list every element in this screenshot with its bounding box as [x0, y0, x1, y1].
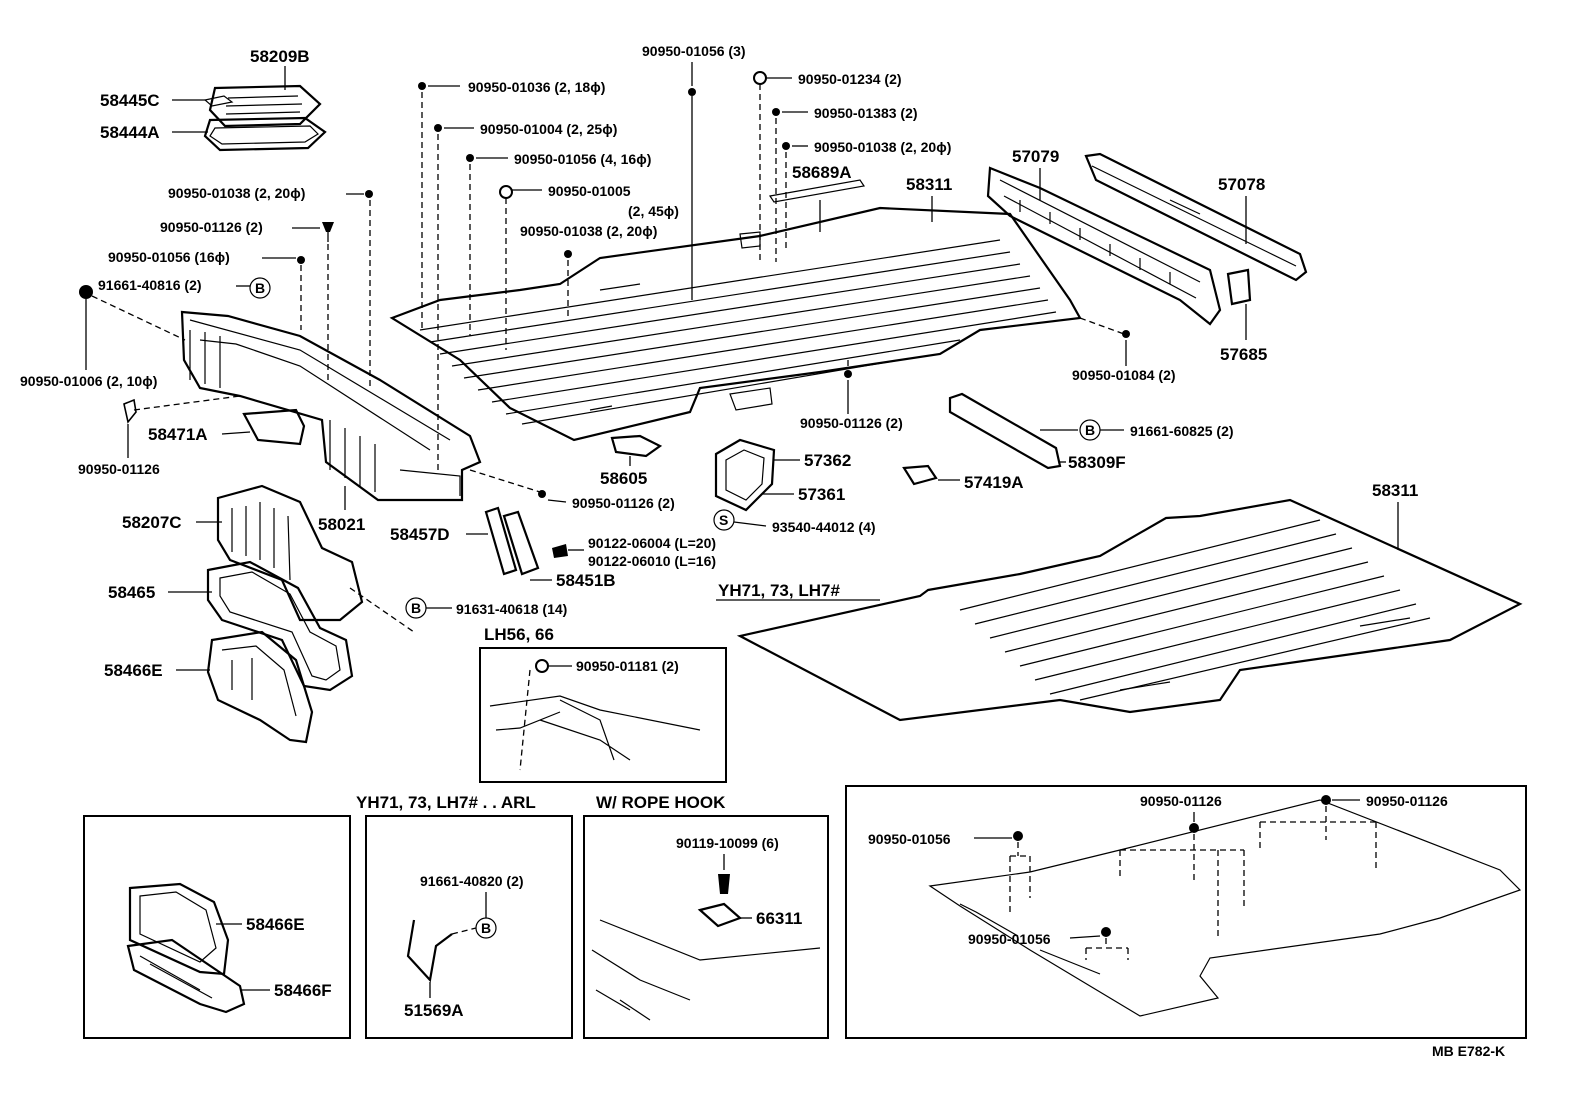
rail-57079-drawing [986, 166, 1222, 326]
variant-header-lh56: LH56, 66 [484, 625, 554, 644]
bracket-57685-drawing [1226, 268, 1252, 306]
inset-58466-box [83, 815, 351, 1039]
part-label-58465: 58465 [108, 583, 155, 602]
fastener-label-01126-a: 90950-01126 (2) [160, 219, 263, 235]
fastener-label-01038-b: 90950-01038 (2, 20ϕ) [520, 223, 657, 239]
grommet-57362-drawing [714, 438, 776, 512]
fastener-label-01038-c: 90950-01038 (2, 20ϕ) [814, 139, 951, 155]
part-label-58309f: 58309F [1068, 453, 1126, 472]
fastener-label-01005-size: (2, 45ϕ) [628, 203, 679, 219]
fastener-label-01056-e: 90950-01056 [968, 931, 1051, 947]
b-mark-circle [249, 277, 271, 299]
part-label-58466f: 58466F [274, 981, 332, 1000]
part-label-58311-a: 58311 [906, 175, 952, 194]
panel-58466e-drawing [206, 630, 314, 744]
panel-58466e-58466f-drawing [126, 882, 246, 1014]
b-mark-2: B [411, 600, 421, 616]
inset-arl-box [365, 815, 573, 1039]
fastener-label-01126-e: 90950-01126 [1140, 793, 1222, 809]
fastener-label-93540: 93540-44012 (4) [772, 519, 876, 535]
inset-floor-box [845, 785, 1527, 1039]
inset-rope-hook-box [583, 815, 829, 1039]
drawing-code: MB E782-K [1432, 1043, 1505, 1059]
bracket-58605-drawing [610, 434, 663, 458]
part-label-57362: 57362 [804, 451, 851, 470]
b-mark-3: B [1085, 422, 1095, 438]
fastener-label-01126-d: 90950-01126 (2) [572, 495, 675, 511]
part-label-58445c: 58445C [100, 91, 160, 110]
member-58021-drawing [180, 310, 482, 502]
fastener-label-01056-b: 90950-01056 (4, 16ϕ) [514, 151, 651, 167]
fastener-label-01383: 90950-01383 (2) [814, 105, 918, 121]
cover-58209b-drawing [203, 84, 327, 152]
part-label-58311-b: 58311 [1372, 481, 1418, 500]
rail-57078-drawing [1084, 152, 1308, 282]
part-label-58471a: 58471A [148, 425, 208, 444]
part-label-58207c: 58207C [122, 513, 182, 532]
s-mark: S [719, 512, 728, 528]
part-label-58689a: 58689A [792, 163, 852, 182]
fastener-label-01126-c: 90950-01126 (2) [800, 415, 903, 431]
fastener-label-90122-a: 90122-06004 (L=20) [588, 535, 716, 551]
fastener-label-01005: 90950-01005 [548, 183, 631, 199]
part-label-57079: 57079 [1012, 147, 1059, 166]
fastener-label-90119: 90119-10099 (6) [676, 835, 779, 851]
fastener-label-91661-60825: 91661-60825 (2) [1130, 423, 1234, 439]
part-label-58209b: 58209B [250, 47, 310, 66]
part-label-58466e-b: 58466E [246, 915, 305, 934]
part-label-57685: 57685 [1220, 345, 1267, 364]
part-label-51569a: 51569A [404, 1001, 464, 1020]
fastener-label-91661-40816: 91661-40816 (2) [98, 277, 202, 293]
fastener-label-90122-b: 90122-06010 (L=16) [588, 553, 716, 569]
hook-51569a-drawing [406, 919, 453, 983]
b-mark: B [255, 280, 265, 296]
fastener-label-01038-a: 90950-01038 (2, 20ϕ) [168, 185, 305, 201]
part-label-58444a: 58444A [100, 123, 160, 142]
part-label-58457d: 58457D [390, 525, 450, 544]
fastener-label-01056-c: 90950-01056 (3) [642, 43, 746, 59]
variant-header-rope-hook: W/ ROPE HOOK [596, 793, 726, 812]
fastener-label-91661-40820: 91661-40820 (2) [420, 873, 524, 889]
part-label-57419a: 57419A [964, 473, 1024, 492]
floor-panel-inset-drawing [928, 799, 1522, 1017]
fastener-label-01084: 90950-01084 (2) [1072, 367, 1176, 383]
fastener-label-01056-a: 90950-01056 (16ϕ) [108, 249, 230, 265]
seal-58451b-drawing [502, 510, 540, 576]
part-label-58451b: 58451B [556, 571, 616, 590]
plate-58471a-drawing [242, 408, 306, 446]
part-label-58605: 58605 [600, 469, 647, 488]
fastener-label-01126-f: 90950-01126 [1366, 793, 1448, 809]
fastener-label-91631: 91631-40618 (14) [456, 601, 567, 617]
plug-01006-icon [79, 285, 93, 299]
part-label-57078: 57078 [1218, 175, 1265, 194]
part-label-57361: 57361 [798, 485, 845, 504]
fastener-label-01006: 90950-01006 (2, 10ϕ) [20, 373, 157, 389]
strip-58689a-drawing [768, 179, 866, 203]
fastener-label-01036: 90950-01036 (2, 18ϕ) [468, 79, 605, 95]
fastener-label-01181: 90950-01181 (2) [576, 658, 679, 674]
variant-header-yh71: YH71, 73, LH7# [718, 581, 840, 600]
floor-panel-58311-lower-drawing [736, 498, 1523, 722]
part-label-58466e-a: 58466E [104, 661, 163, 680]
fastener-label-01056-d: 90950-01056 [868, 831, 951, 847]
floor-panel-58311-upper-drawing [389, 206, 1082, 442]
part-label-58021: 58021 [318, 515, 365, 534]
plug-57419a-drawing [902, 464, 938, 486]
bracket-58309f-drawing [948, 392, 1062, 470]
frame-58465-drawing [206, 560, 354, 692]
seal-58457d-drawing [484, 506, 518, 576]
fastener-label-01126-b: 90950-01126 [78, 461, 160, 477]
b-mark-4: B [481, 920, 491, 936]
fastener-label-01004: 90950-01004 (2, 25ϕ) [480, 121, 617, 137]
variant-header-arl: YH71, 73, LH7# . . ARL [356, 793, 536, 812]
panel-58207c-drawing [216, 484, 364, 622]
part-label-66311: 66311 [756, 909, 802, 928]
fastener-label-01234: 90950-01234 (2) [798, 71, 902, 87]
